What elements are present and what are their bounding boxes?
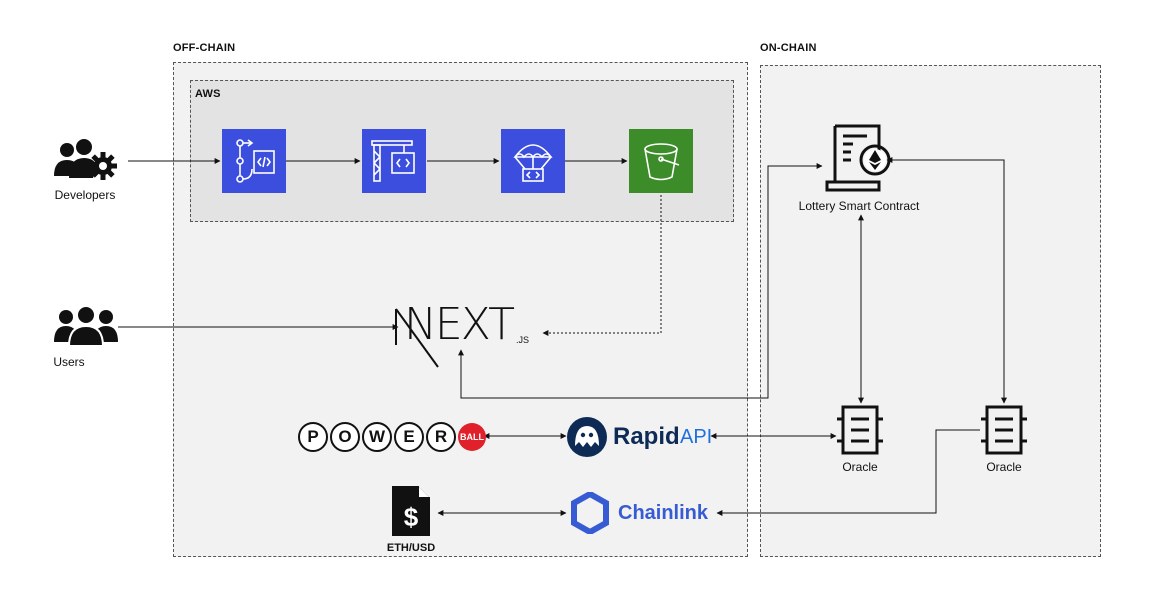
- aws-label: AWS: [195, 88, 221, 100]
- eth-usd-label: ETH/USD: [386, 542, 436, 554]
- arrow-next-contract: [458, 163, 823, 399]
- oracle-1-label: Oracle: [842, 460, 878, 474]
- eth-usd-document-icon: $: [390, 484, 432, 538]
- chainlink-name: Chainlink: [618, 502, 709, 524]
- nextjs-logo: NEXT .JS: [392, 299, 542, 369]
- rapidapi-icon: [567, 417, 607, 457]
- powerball-letter-p: P: [298, 422, 328, 452]
- powerball-letter-e: E: [394, 422, 424, 452]
- smart-contract-icon: [823, 122, 893, 192]
- developers-icon: [53, 138, 121, 184]
- powerball-letter-o: O: [330, 422, 360, 452]
- codepipeline-icon: [236, 139, 275, 183]
- svg-text:$: $: [404, 502, 419, 532]
- chainlink-icon: [571, 492, 609, 534]
- powerball-letter-w: W: [362, 422, 392, 452]
- oracle-2-icon: [981, 405, 1027, 455]
- codebuild-tile: [362, 129, 426, 193]
- codebuild-icon: [371, 140, 415, 182]
- arrow-oracle2-chainlink: [716, 429, 980, 516]
- nextjs-logo-suffix: .JS: [516, 335, 530, 345]
- codedeploy-icon: [513, 144, 553, 182]
- powerball-logo: P O W E R BALL: [298, 420, 492, 454]
- powerball-ball: BALL: [458, 423, 486, 451]
- arrow-s3-to-next: [542, 195, 662, 336]
- users-label: Users: [53, 355, 85, 369]
- s3-tile: [629, 129, 693, 193]
- developers-label: Developers: [54, 188, 116, 202]
- arrow-contract-oracle2: [886, 157, 1007, 404]
- oracle-2-label: Oracle: [986, 460, 1022, 474]
- smart-contract-label: Lottery Smart Contract: [798, 199, 920, 213]
- codepipeline-tile: [222, 129, 286, 193]
- codedeploy-tile: [501, 129, 565, 193]
- rapidapi-logo: Rapid API: [566, 416, 716, 458]
- s3-bucket-icon: [644, 143, 680, 181]
- on-chain-label: ON-CHAIN: [760, 42, 817, 54]
- nextjs-logo-text: NEXT: [404, 299, 515, 350]
- off-chain-label: OFF-CHAIN: [173, 42, 236, 54]
- rapidapi-suffix: API: [680, 426, 713, 448]
- powerball-letter-r: R: [426, 422, 456, 452]
- rapidapi-name: Rapid: [613, 423, 680, 450]
- oracle-1-icon: [837, 405, 883, 455]
- chainlink-logo: Chainlink: [571, 492, 716, 534]
- users-icon: [54, 305, 118, 347]
